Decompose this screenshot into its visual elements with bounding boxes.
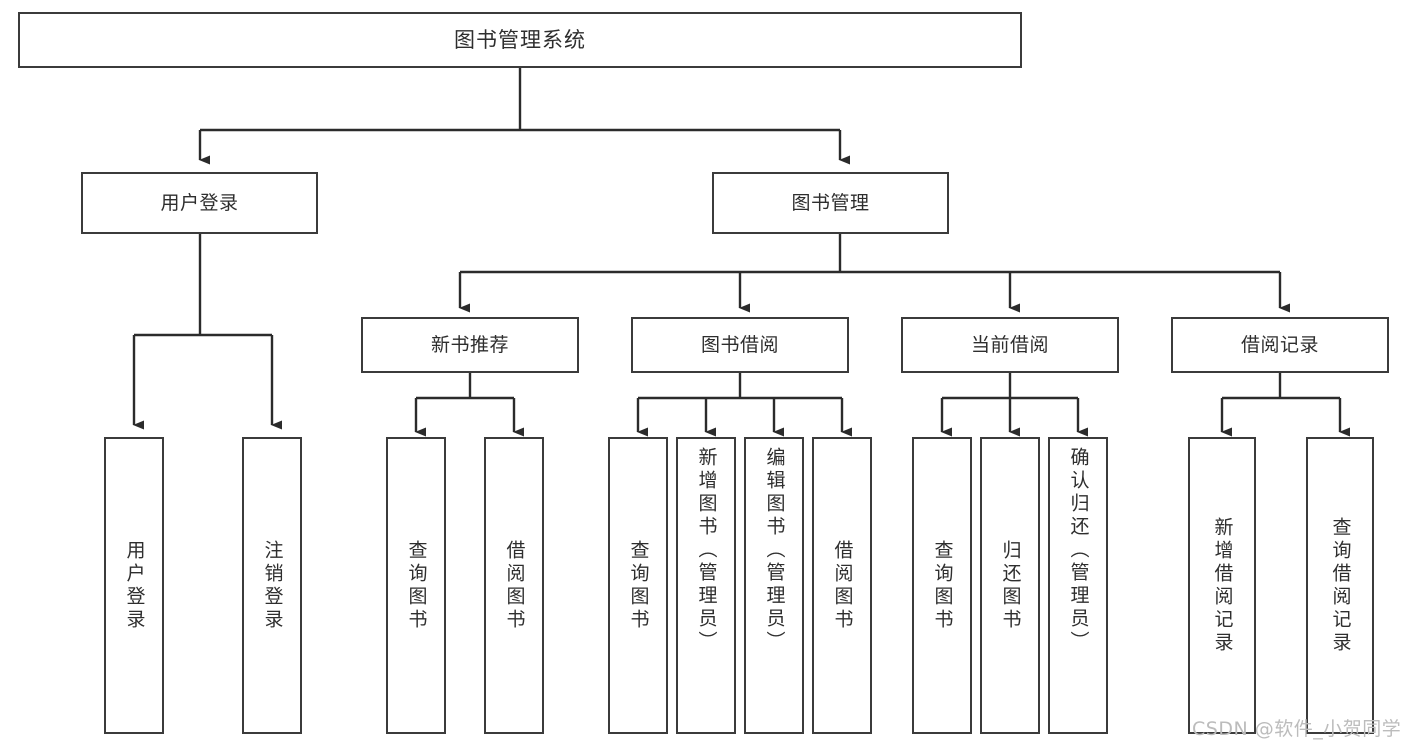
node-label: 确认归还（管理员） xyxy=(1067,447,1090,654)
node-label: 图书借阅 xyxy=(700,333,779,356)
watermark-text: CSDN @软件_小贺同学 xyxy=(1192,718,1402,740)
node-label: 查询图书 xyxy=(627,539,650,632)
node-label: 当前借阅 xyxy=(970,333,1049,356)
node-label: 新书推荐 xyxy=(430,333,509,356)
node-leaf-user-login-login[interactable]: 用户登录 xyxy=(104,437,164,734)
node-leaf-current-confirm-return-admin[interactable]: 确认归还（管理员） xyxy=(1048,437,1108,734)
node-label: 借阅图书 xyxy=(831,539,854,632)
node-leaf-current-return-book[interactable]: 归还图书 xyxy=(980,437,1040,734)
node-current-borrowing[interactable]: 当前借阅 xyxy=(901,317,1119,373)
node-label: 新增借阅记录 xyxy=(1211,516,1234,655)
node-label: 借阅记录 xyxy=(1240,333,1319,356)
node-label: 归还图书 xyxy=(999,539,1022,632)
node-label: 查询图书 xyxy=(405,539,428,632)
node-label: 图书管理系统 xyxy=(454,27,586,52)
node-borrowing-record[interactable]: 借阅记录 xyxy=(1171,317,1389,373)
node-leaf-newbook-borrow-book[interactable]: 借阅图书 xyxy=(484,437,544,734)
node-root-book-management-system[interactable]: 图书管理系统 xyxy=(18,12,1022,68)
node-leaf-user-login-logout[interactable]: 注销登录 xyxy=(242,437,302,734)
node-label: 编辑图书（管理员） xyxy=(763,447,786,654)
node-leaf-record-add-record[interactable]: 新增借阅记录 xyxy=(1188,437,1256,734)
node-label: 借阅图书 xyxy=(503,539,526,632)
csdn-watermark: CSDN @软件_小贺同学 xyxy=(1192,714,1401,741)
node-leaf-borrow-add-book-admin[interactable]: 新增图书（管理员） xyxy=(676,437,736,734)
node-label: 新增图书（管理员） xyxy=(695,447,718,654)
node-label: 用户登录 xyxy=(160,191,239,214)
node-leaf-borrow-edit-book-admin[interactable]: 编辑图书（管理员） xyxy=(744,437,804,734)
node-book-borrowing[interactable]: 图书借阅 xyxy=(631,317,849,373)
node-leaf-borrow-borrow-book[interactable]: 借阅图书 xyxy=(812,437,872,734)
node-label: 注销登录 xyxy=(261,539,284,632)
node-label: 图书管理 xyxy=(791,191,870,214)
node-new-book-recommendation[interactable]: 新书推荐 xyxy=(361,317,579,373)
node-label: 用户登录 xyxy=(123,539,146,632)
node-leaf-borrow-query-book[interactable]: 查询图书 xyxy=(608,437,668,734)
node-leaf-newbook-query-book[interactable]: 查询图书 xyxy=(386,437,446,734)
node-book-management[interactable]: 图书管理 xyxy=(712,172,949,234)
node-label: 查询图书 xyxy=(931,539,954,632)
node-user-login[interactable]: 用户登录 xyxy=(81,172,318,234)
node-leaf-record-query-record[interactable]: 查询借阅记录 xyxy=(1306,437,1374,734)
node-label: 查询借阅记录 xyxy=(1329,516,1352,655)
node-leaf-current-query-book[interactable]: 查询图书 xyxy=(912,437,972,734)
